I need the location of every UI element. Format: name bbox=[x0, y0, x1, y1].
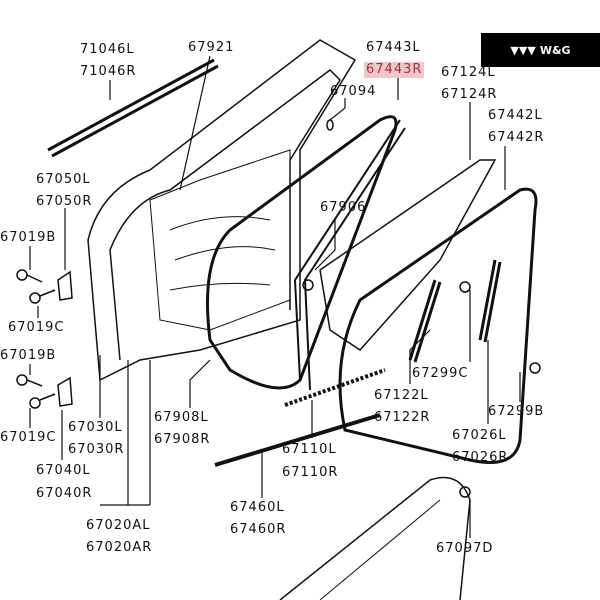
part-label: 67026R bbox=[452, 450, 509, 465]
part-label: 67299B bbox=[488, 404, 545, 419]
brand-badge: ▼▼▼ W&G bbox=[481, 33, 600, 67]
part-label: 67019C bbox=[0, 430, 57, 445]
part-label: 67122L bbox=[374, 388, 429, 403]
triple-chevron-logo-icon: ▼▼▼ bbox=[510, 43, 536, 57]
part-label: 67094 bbox=[330, 84, 377, 99]
part-label: 67097D bbox=[436, 541, 494, 556]
brand-name: W&G bbox=[539, 43, 571, 57]
part-label: 67026L bbox=[452, 428, 507, 443]
part-label: 67020AR bbox=[86, 540, 153, 555]
door-panel bbox=[87, 39, 357, 382]
part-label: 71046R bbox=[80, 64, 137, 79]
part-label: 67110L bbox=[282, 442, 337, 457]
door-inner-mechanism bbox=[149, 149, 291, 331]
door-glass bbox=[319, 159, 497, 351]
part-label: 67299C bbox=[412, 366, 469, 381]
part-label: 67019B bbox=[0, 348, 57, 363]
part-label: 67040L bbox=[36, 463, 91, 478]
leader-lines bbox=[29, 55, 521, 538]
part-label: 67020AL bbox=[86, 518, 151, 533]
part-label: 67443L bbox=[366, 40, 421, 55]
belt-molding bbox=[47, 58, 219, 158]
part-label: 67122R bbox=[374, 410, 431, 425]
part-label: 67019B bbox=[0, 230, 57, 245]
part-label: 67050L bbox=[36, 172, 91, 187]
part-label: 67030L bbox=[68, 420, 123, 435]
part-label: 67040R bbox=[36, 486, 93, 501]
part-label: 67050R bbox=[36, 194, 93, 209]
part-label: 67110R bbox=[282, 465, 339, 480]
part-label-highlighted: 67443R bbox=[364, 62, 425, 78]
door-opening-weatherstrip bbox=[206, 115, 398, 390]
body-weatherstrip bbox=[338, 187, 538, 464]
part-label: 67442R bbox=[488, 130, 545, 145]
part-label: 67921 bbox=[188, 40, 235, 55]
part-label: 67124L bbox=[441, 65, 496, 80]
part-label: 67460R bbox=[230, 522, 287, 537]
part-label: 67460L bbox=[230, 500, 285, 515]
part-label: 67442L bbox=[488, 108, 543, 123]
part-label: 67908R bbox=[154, 432, 211, 447]
part-label: 71046L bbox=[80, 42, 135, 57]
door-inner-panel bbox=[109, 69, 341, 361]
part-label: 67030R bbox=[68, 442, 125, 457]
part-label: 67906 bbox=[320, 200, 367, 215]
part-label: 67908L bbox=[154, 410, 209, 425]
part-label: 67019C bbox=[8, 320, 65, 335]
part-label: 67124R bbox=[441, 87, 498, 102]
